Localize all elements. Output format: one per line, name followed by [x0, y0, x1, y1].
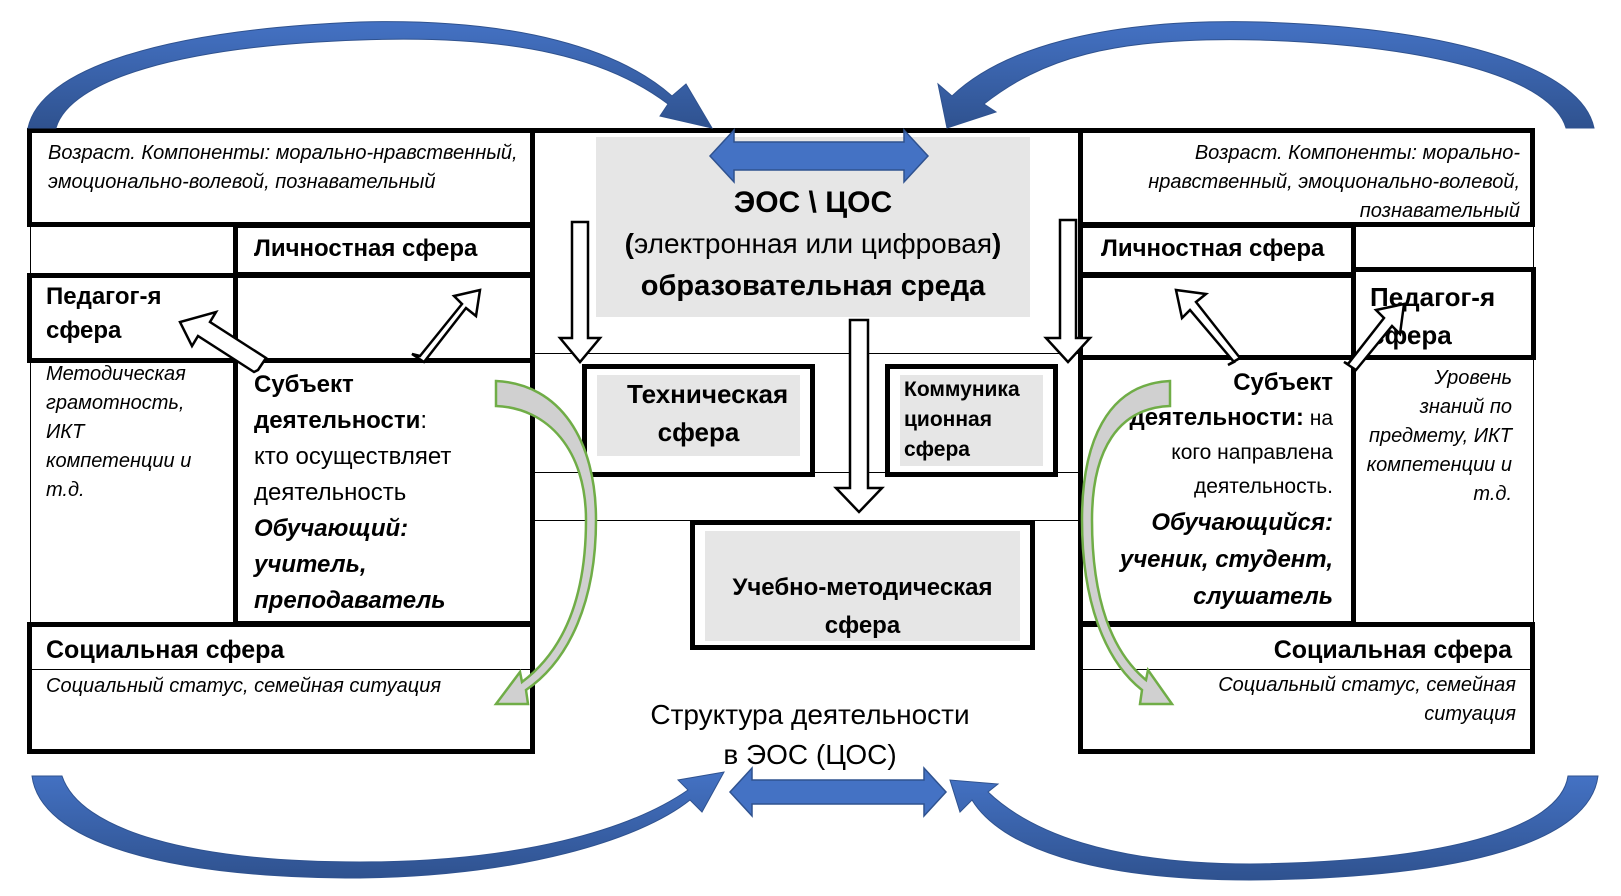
right-pedagogical-desc-box: Уровень знаний по предмету, ИКТ компетен…	[1356, 360, 1532, 625]
left-subject-box: Субъект деятельности: кто осуществляет д…	[233, 358, 535, 626]
right-personal-box: Личностная сфера	[1078, 223, 1356, 277]
left-subject-title: Субъект деятельности	[254, 371, 421, 434]
left-social-label: Социальная сфера	[46, 636, 285, 664]
right-subject-desc: на кого направлена деятельность.	[1171, 407, 1333, 498]
middle-frame-top-line	[530, 128, 1082, 133]
left-pedagogical-label-1: Педагог-я	[46, 283, 162, 310]
eos-title-block: ЭОС \ ЦОС (электронная или цифровая) обр…	[596, 137, 1030, 317]
right-personal-label: Личностная сфера	[1101, 235, 1325, 262]
left-subject-colon: :	[420, 407, 428, 434]
communication-sphere-box: Коммуника ционная сфера	[885, 364, 1058, 477]
right-subject-colon: :	[1295, 404, 1304, 431]
right-pedagogical-box: Педагог-я сфера	[1351, 267, 1536, 360]
diagram-caption: Структура деятельности в ЭОС (ЦОС)	[640, 695, 980, 775]
right-subject-role: Обучающийся: ученик, студент, слушатель	[1119, 509, 1333, 610]
eos-subtitle-open: (	[624, 228, 634, 259]
down-arrow-left	[557, 220, 603, 364]
curved-arrow-bottom-right	[949, 775, 1599, 881]
eos-title: ЭОС \ ЦОС	[733, 186, 893, 219]
right-age-text: Возраст. Компоненты: морально-нравственн…	[1148, 142, 1520, 222]
left-subject-text: Субъект деятельности: кто осуществляет д…	[254, 367, 520, 619]
left-age-box: Возраст. Компоненты: морально-нравственн…	[27, 128, 535, 227]
eos-subtitle-close: )	[992, 228, 1002, 259]
left-pedagogical-desc-box: Методическая грамотность, ИКТ компетенци…	[30, 360, 236, 625]
methodical-label-2: сфера	[824, 612, 901, 639]
right-pedagogical-label-2: сфера	[1370, 320, 1452, 350]
right-social-label: Социальная сфера	[1273, 636, 1512, 664]
left-personal-label: Личностная сфера	[254, 235, 478, 262]
left-subject-role: Обучающий: учитель, преподаватель	[254, 515, 446, 614]
curved-arrow-bottom-left	[31, 771, 725, 879]
right-subject-text: Субъект деятельности: на кого направлена…	[1091, 366, 1333, 615]
curved-arrow-top-left	[27, 21, 714, 129]
right-social-box: Социальная сфера Социальный статус, семе…	[1078, 622, 1535, 754]
left-social-divider	[32, 669, 530, 670]
right-pedagogical-label-1: Педагог-я	[1370, 282, 1496, 312]
double-arrow-bottom	[728, 766, 948, 818]
left-pedagogical-desc: Методическая грамотность, ИКТ компетенци…	[46, 363, 192, 501]
caption-line-1: Структура деятельности	[650, 699, 970, 730]
eos-subtitle-text: электронная или цифровая	[633, 228, 993, 259]
left-social-desc: Социальный статус, семейная ситуация	[46, 675, 442, 697]
communication-sphere-label: Коммуника ционная сфера	[900, 375, 1043, 466]
caption-line-2: в ЭОС (ЦОС)	[723, 739, 897, 770]
left-pedagogical-label-2: сфера	[46, 317, 122, 344]
left-subject-desc: кто осуществляет деятельность	[254, 443, 452, 506]
right-subject-box: Субъект деятельности: на кого направлена…	[1078, 355, 1356, 626]
down-arrow-center	[833, 318, 885, 514]
methodical-sphere-box: Учебно-методическая сфера	[690, 520, 1035, 650]
communication-label-3: сфера	[904, 438, 970, 461]
left-social-box: Социальная сфера Социальный статус, семе…	[27, 622, 535, 754]
right-social-divider	[1083, 669, 1530, 670]
left-age-text: Возраст. Компоненты: морально-нравственн…	[48, 142, 518, 193]
right-personal-sub-box	[1078, 273, 1356, 360]
methodical-label-1: Учебно-методическая	[732, 574, 993, 601]
right-social-desc: Социальный статус, семейная ситуация	[1218, 674, 1516, 725]
communication-label-2: ционная	[904, 408, 992, 431]
eos-subtitle: (электронная или цифровая)	[596, 223, 1030, 265]
technical-sphere-label: Техническая сфера	[597, 375, 800, 456]
middle-line-1	[530, 353, 1082, 354]
left-personal-sub-box	[233, 273, 535, 363]
right-age-box: Возраст. Компоненты: морально-нравственн…	[1078, 128, 1535, 227]
left-pedagogical-box: Педагог-я сфера	[27, 273, 239, 363]
communication-label-1: Коммуника	[904, 378, 1020, 401]
right-pedagogical-desc: Уровень знаний по предмету, ИКТ компетен…	[1366, 367, 1512, 505]
eos-title-2: образовательная среда	[640, 270, 986, 302]
technical-sphere-box: Техническая сфера	[582, 364, 815, 477]
methodical-sphere-label: Учебно-методическая сфера	[705, 531, 1020, 641]
left-personal-box: Личностная сфера	[233, 223, 535, 277]
curved-arrow-top-right	[937, 21, 1595, 129]
